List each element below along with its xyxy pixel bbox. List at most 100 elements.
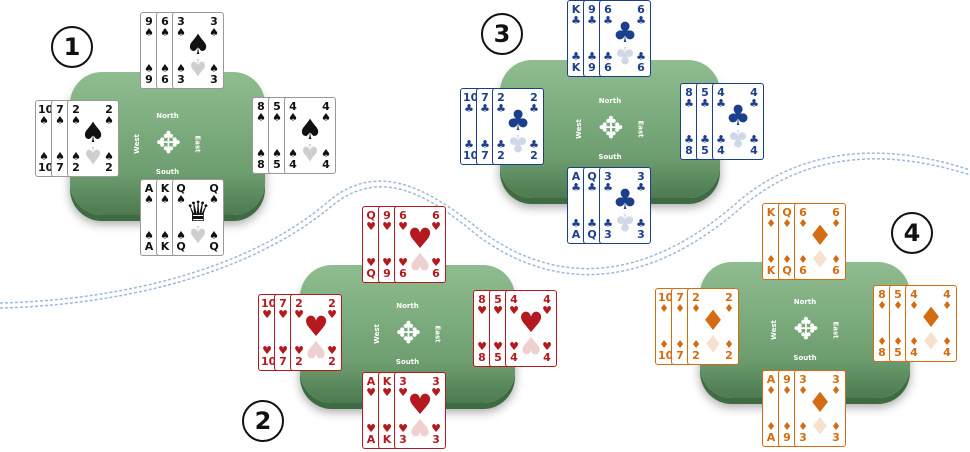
compass-label-north: North [598, 97, 622, 105]
card-rank: 10 [261, 355, 277, 368]
card-index: 3♣ [635, 171, 647, 193]
card-index: ♠Q [175, 230, 187, 252]
card-rank: 5 [273, 158, 281, 171]
card-index: 10♦ [658, 292, 673, 314]
card-index: ♠3 [208, 63, 220, 85]
suit-spades-icon: ♠ [209, 62, 219, 75]
card-rank: K [571, 61, 581, 74]
suit-clubs-icon: ♣ [749, 97, 759, 110]
card-index: ♥A [365, 423, 377, 445]
suit-hearts-icon: ♥ [382, 422, 392, 435]
card-index: 10♠ [38, 104, 53, 127]
card-index: ♥4 [508, 341, 520, 363]
card-index: ♠Q [208, 230, 220, 252]
card-rank: 9 [783, 431, 791, 444]
card-rank: 7 [56, 103, 64, 116]
suit-diamonds-icon: ♦ [831, 420, 841, 433]
card-index: ♦6 [830, 254, 842, 276]
card-index: 2♣ [528, 92, 540, 114]
card-rank: 6 [637, 3, 645, 16]
suit-hearts-icon: ♥ [518, 306, 544, 339]
suit-hearts-icon: ♥ [509, 340, 519, 353]
card-rank: 3 [177, 73, 185, 86]
compass-label-west: West [769, 320, 778, 340]
suit-clubs-icon: ♣ [571, 50, 581, 63]
suit-clubs-icon: ♣ [505, 104, 531, 137]
table-number-badge: 1 [51, 26, 93, 68]
suit-hearts-icon: ♥ [493, 340, 503, 353]
card-index: 8♠ [255, 101, 267, 123]
table-number-badge: 3 [481, 13, 523, 55]
card-index: ♣3 [602, 218, 614, 240]
card-rank: 9 [145, 15, 153, 28]
suit-reflection-icon: ♥ [409, 413, 431, 441]
card-index: 6♠ [159, 16, 171, 38]
card-rank: 3 [799, 431, 807, 444]
card-index: 3♦ [830, 374, 842, 396]
suit-clubs-icon: ♣ [571, 181, 581, 194]
compass-label-south: South [395, 358, 420, 366]
card-index: 7♠ [54, 104, 66, 126]
compass-label-east: East [193, 134, 202, 153]
card-rank: 4 [289, 100, 297, 113]
card-rank: 6 [799, 206, 807, 219]
card-rank: 3 [832, 373, 840, 386]
suit-diamonds-icon: ♦ [877, 335, 887, 348]
card-rank: 10 [261, 297, 277, 310]
card-index: K♣ [570, 4, 582, 26]
card-rank: 6 [799, 264, 807, 277]
card-rank: K [766, 264, 776, 277]
suit-hearts-icon: ♥ [431, 386, 441, 399]
suit-spades-icon: ♠ [272, 111, 282, 124]
suit-hearts-icon: ♥ [366, 422, 376, 435]
suit-diamonds-icon: ♦ [724, 338, 734, 351]
card-index: 10♣ [463, 92, 478, 114]
suit-spades-icon: ♠ [209, 26, 219, 39]
card-index: 4♠ [287, 101, 299, 123]
card-index: 3♣ [602, 171, 614, 193]
card-rank: 7 [481, 149, 489, 162]
card-index: Q♠ [208, 183, 220, 205]
suit-hearts-icon: ♥ [294, 308, 304, 321]
card-rank: 10 [38, 161, 54, 174]
suit-spades-icon: ♠ [39, 114, 49, 127]
suit-diamonds-icon: ♦ [909, 299, 919, 312]
card-rank: 7 [56, 161, 64, 174]
suit-clubs-icon: ♣ [636, 14, 646, 27]
card-index: 4♥ [508, 294, 520, 316]
card-rank: Q [176, 182, 186, 195]
card-index: ♦3 [830, 421, 842, 443]
card-rank: 8 [685, 86, 693, 99]
card-index: ♥2 [326, 345, 338, 367]
suit-spades-icon: ♠ [144, 62, 154, 75]
suit-clubs-icon: ♣ [700, 97, 710, 110]
card-rank: 7 [676, 291, 684, 304]
card-rank: 4 [910, 346, 918, 359]
card-index: 10♥ [261, 297, 277, 320]
card-index: 6♥ [430, 210, 442, 232]
suit-hearts-icon: ♥ [262, 344, 272, 357]
suit-spades-icon: ♠ [144, 193, 154, 206]
card-rank: 2 [295, 355, 303, 368]
card-index: Q♠ [175, 183, 187, 205]
suit-hearts-icon: ♥ [493, 304, 503, 317]
suit-reflection-icon: ♥ [409, 247, 431, 275]
suit-spades-icon: ♠ [288, 111, 298, 124]
